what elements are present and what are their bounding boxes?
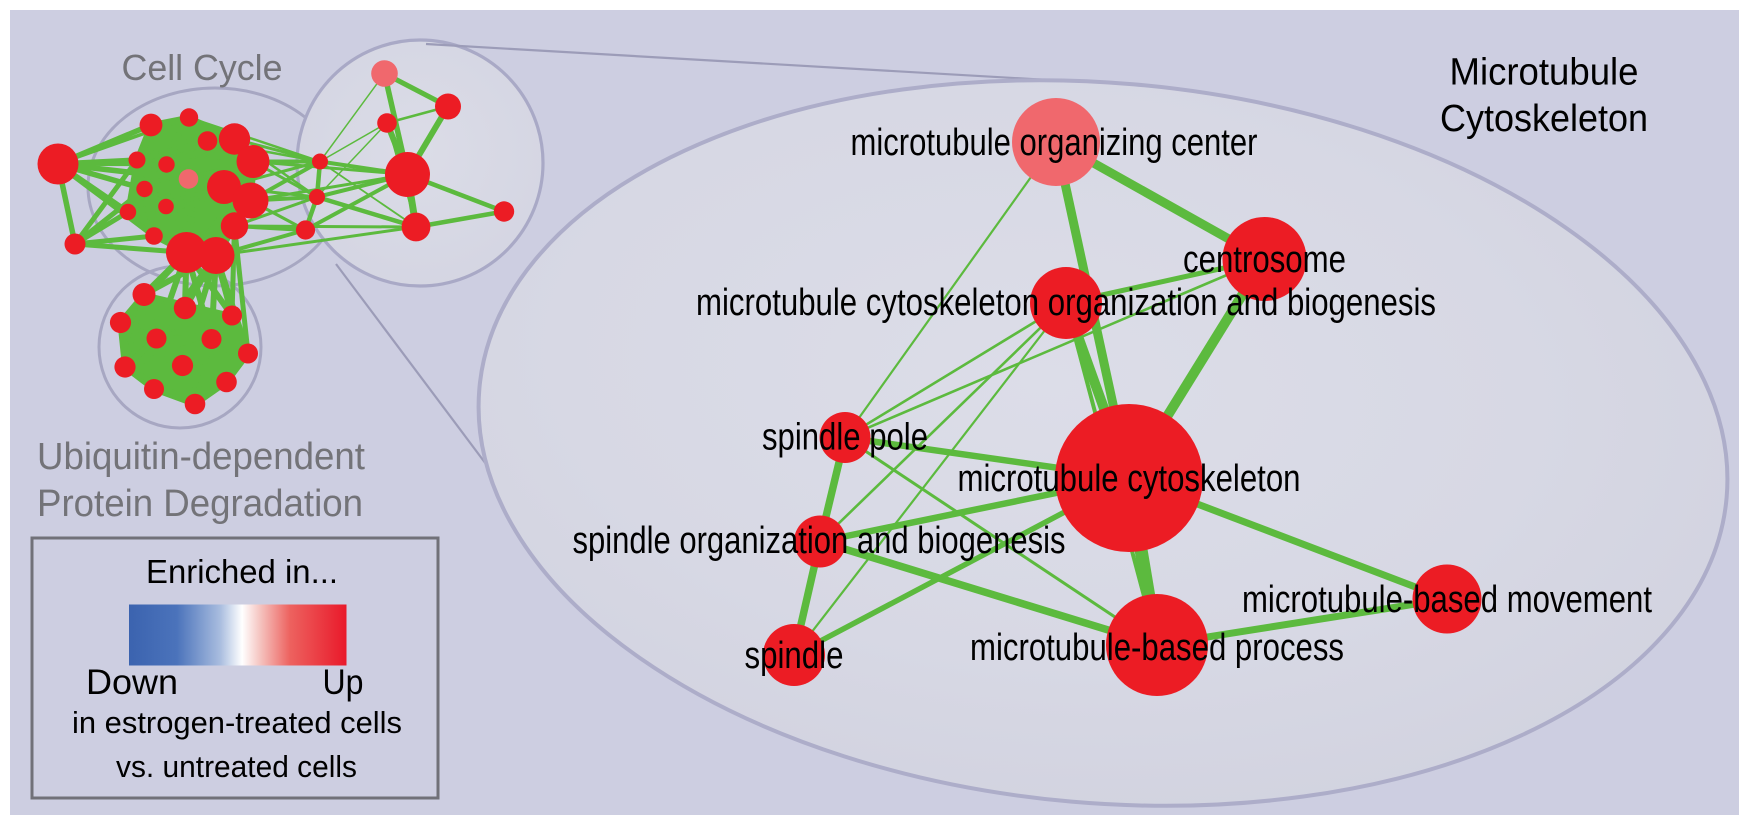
svg-text:in estrogen-treated cells: in estrogen-treated cells <box>72 705 402 740</box>
svg-text:spindle organization and bioge: spindle organization and biogenesis <box>573 520 1066 562</box>
svg-text:Cell Cycle: Cell Cycle <box>122 47 283 88</box>
svg-text:Microtubule: Microtubule <box>1450 52 1639 94</box>
svg-text:spindle pole: spindle pole <box>762 417 928 459</box>
svg-text:Down: Down <box>86 663 178 702</box>
svg-text:Protein Degradation: Protein Degradation <box>37 483 363 525</box>
svg-text:microtubule cytoskeleton organ: microtubule cytoskeleton organization an… <box>696 282 1436 324</box>
svg-text:microtubule-based movement: microtubule-based movement <box>1242 579 1652 621</box>
svg-text:spindle: spindle <box>745 635 844 677</box>
svg-text:Ubiquitin-dependent: Ubiquitin-dependent <box>37 436 365 478</box>
svg-text:Cytoskeleton: Cytoskeleton <box>1440 98 1648 140</box>
svg-text:vs. untreated cells: vs. untreated cells <box>116 749 357 784</box>
svg-text:microtubule-based process: microtubule-based process <box>970 627 1344 669</box>
svg-text:microtubule cytoskeleton: microtubule cytoskeleton <box>958 458 1301 500</box>
svg-text:Up: Up <box>323 663 364 702</box>
svg-text:microtubule organizing center: microtubule organizing center <box>851 122 1258 164</box>
svg-text:centrosome: centrosome <box>1183 239 1346 281</box>
svg-text:Enriched in...: Enriched in... <box>146 553 338 590</box>
